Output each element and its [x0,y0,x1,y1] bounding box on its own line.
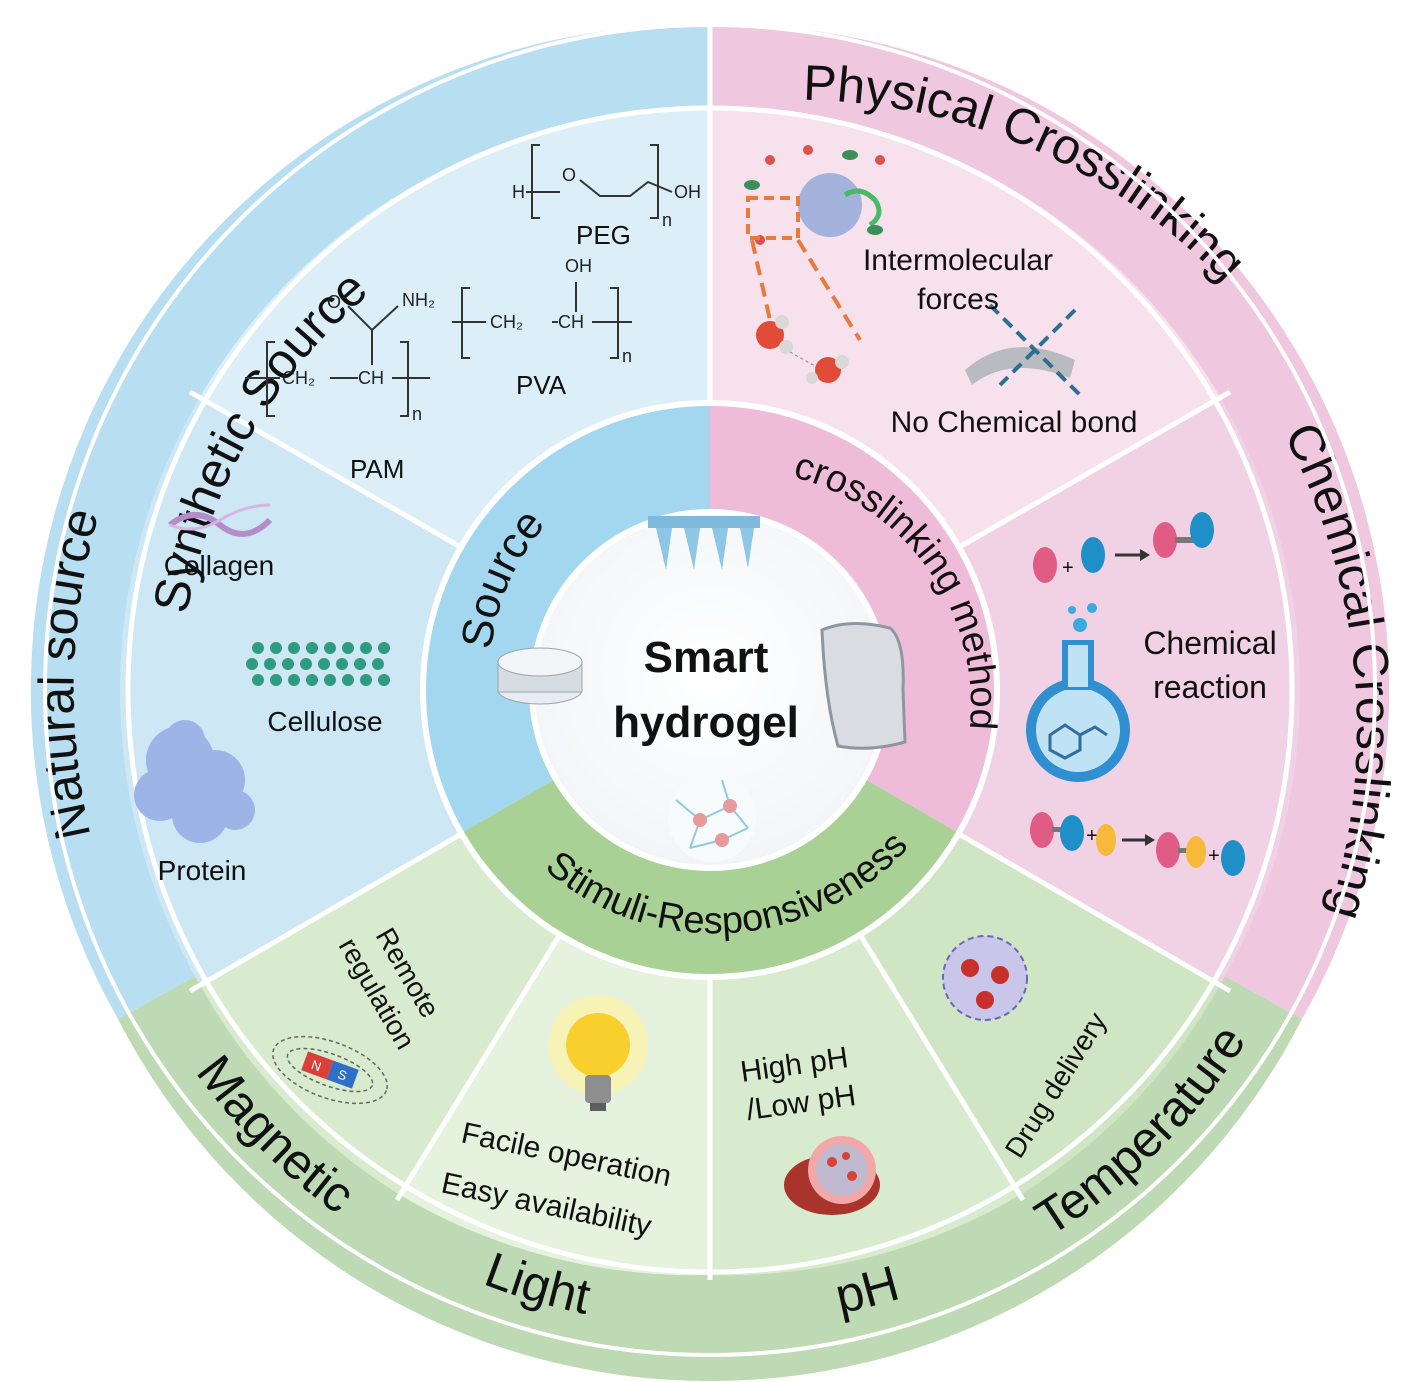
pva-oh: OH [565,256,592,276]
center-title-line1: Smart [644,633,769,682]
chemical-panel: + + + [1026,512,1277,876]
natural-protein: Protein [158,855,247,886]
magnet-icon: N S [272,1035,388,1105]
pam-nh2: NH₂ [402,290,435,310]
cellulose-icon [246,642,390,686]
synthetic-panel-text: H O OH n PEG OH CH₂ CH n PVA O NH₂ CH₂ C… [282,165,701,484]
physical-line2: forces [917,283,999,316]
peg-n: n [662,210,672,230]
natural-collagen: Collagen [164,550,275,581]
chemical-line2: reaction [1153,669,1267,705]
center-title-line2: hydrogel [613,698,799,747]
hydrogel-network-icon [668,774,756,862]
pva-ch: CH [558,312,584,332]
svg-text:+: + [1086,825,1098,847]
microneedle-icon [648,516,760,570]
svg-text:+: + [1062,557,1074,579]
reaction-top-icon: + [1033,512,1214,583]
no-bond-icon [965,303,1082,397]
blood-vessel-icon [784,1136,880,1215]
pam-label: PAM [350,454,404,484]
panel-natural [119,397,710,985]
reaction-bottom-icon: + + [1030,812,1245,876]
hydrogel-disc-icon [497,647,583,705]
peg-oh: OH [674,182,701,202]
chemical-line1: Chemical [1143,625,1276,661]
water-molecule-icon [756,315,849,384]
protein-complex-icon [744,145,885,245]
light-bulb-icon [548,995,648,1111]
pva-ch2: CH₂ [490,312,523,332]
drug-carrier-icon [942,935,1028,1021]
natural-cellulose: Cellulose [267,706,382,737]
physical-panel: Intermolecular forces No Chemical bond [744,145,1137,439]
collagen-icon [168,512,273,537]
peg-h: H [512,182,525,202]
pva-structure [452,282,632,359]
protein-icon [134,720,255,843]
svg-text:+: + [1208,845,1220,867]
pva-n: n [622,346,632,366]
pam-o: O [327,292,341,312]
pam-structure [245,305,430,417]
peg-label: PEG [576,220,631,250]
center-circle: Smart hydrogel [497,509,907,871]
peg-structure [526,144,673,219]
pam-ch2: CH₂ [282,368,315,388]
flask-icon [1026,603,1130,782]
physical-line1: Intermolecular [863,244,1053,277]
natural-panel: Collagen Cellulose Protein [134,503,390,886]
pam-n: n [412,404,422,424]
panel-chemical [710,397,1301,985]
physical-no-bond: No Chemical bond [891,406,1138,439]
pva-label: PVA [516,370,567,400]
outer-rim [43,23,1377,1357]
hydrogel-film-icon [820,621,907,750]
peg-o: O [562,165,576,185]
synthetic-panel-content [245,144,673,417]
pam-ch: CH [358,368,384,388]
zoom-box [746,196,800,240]
